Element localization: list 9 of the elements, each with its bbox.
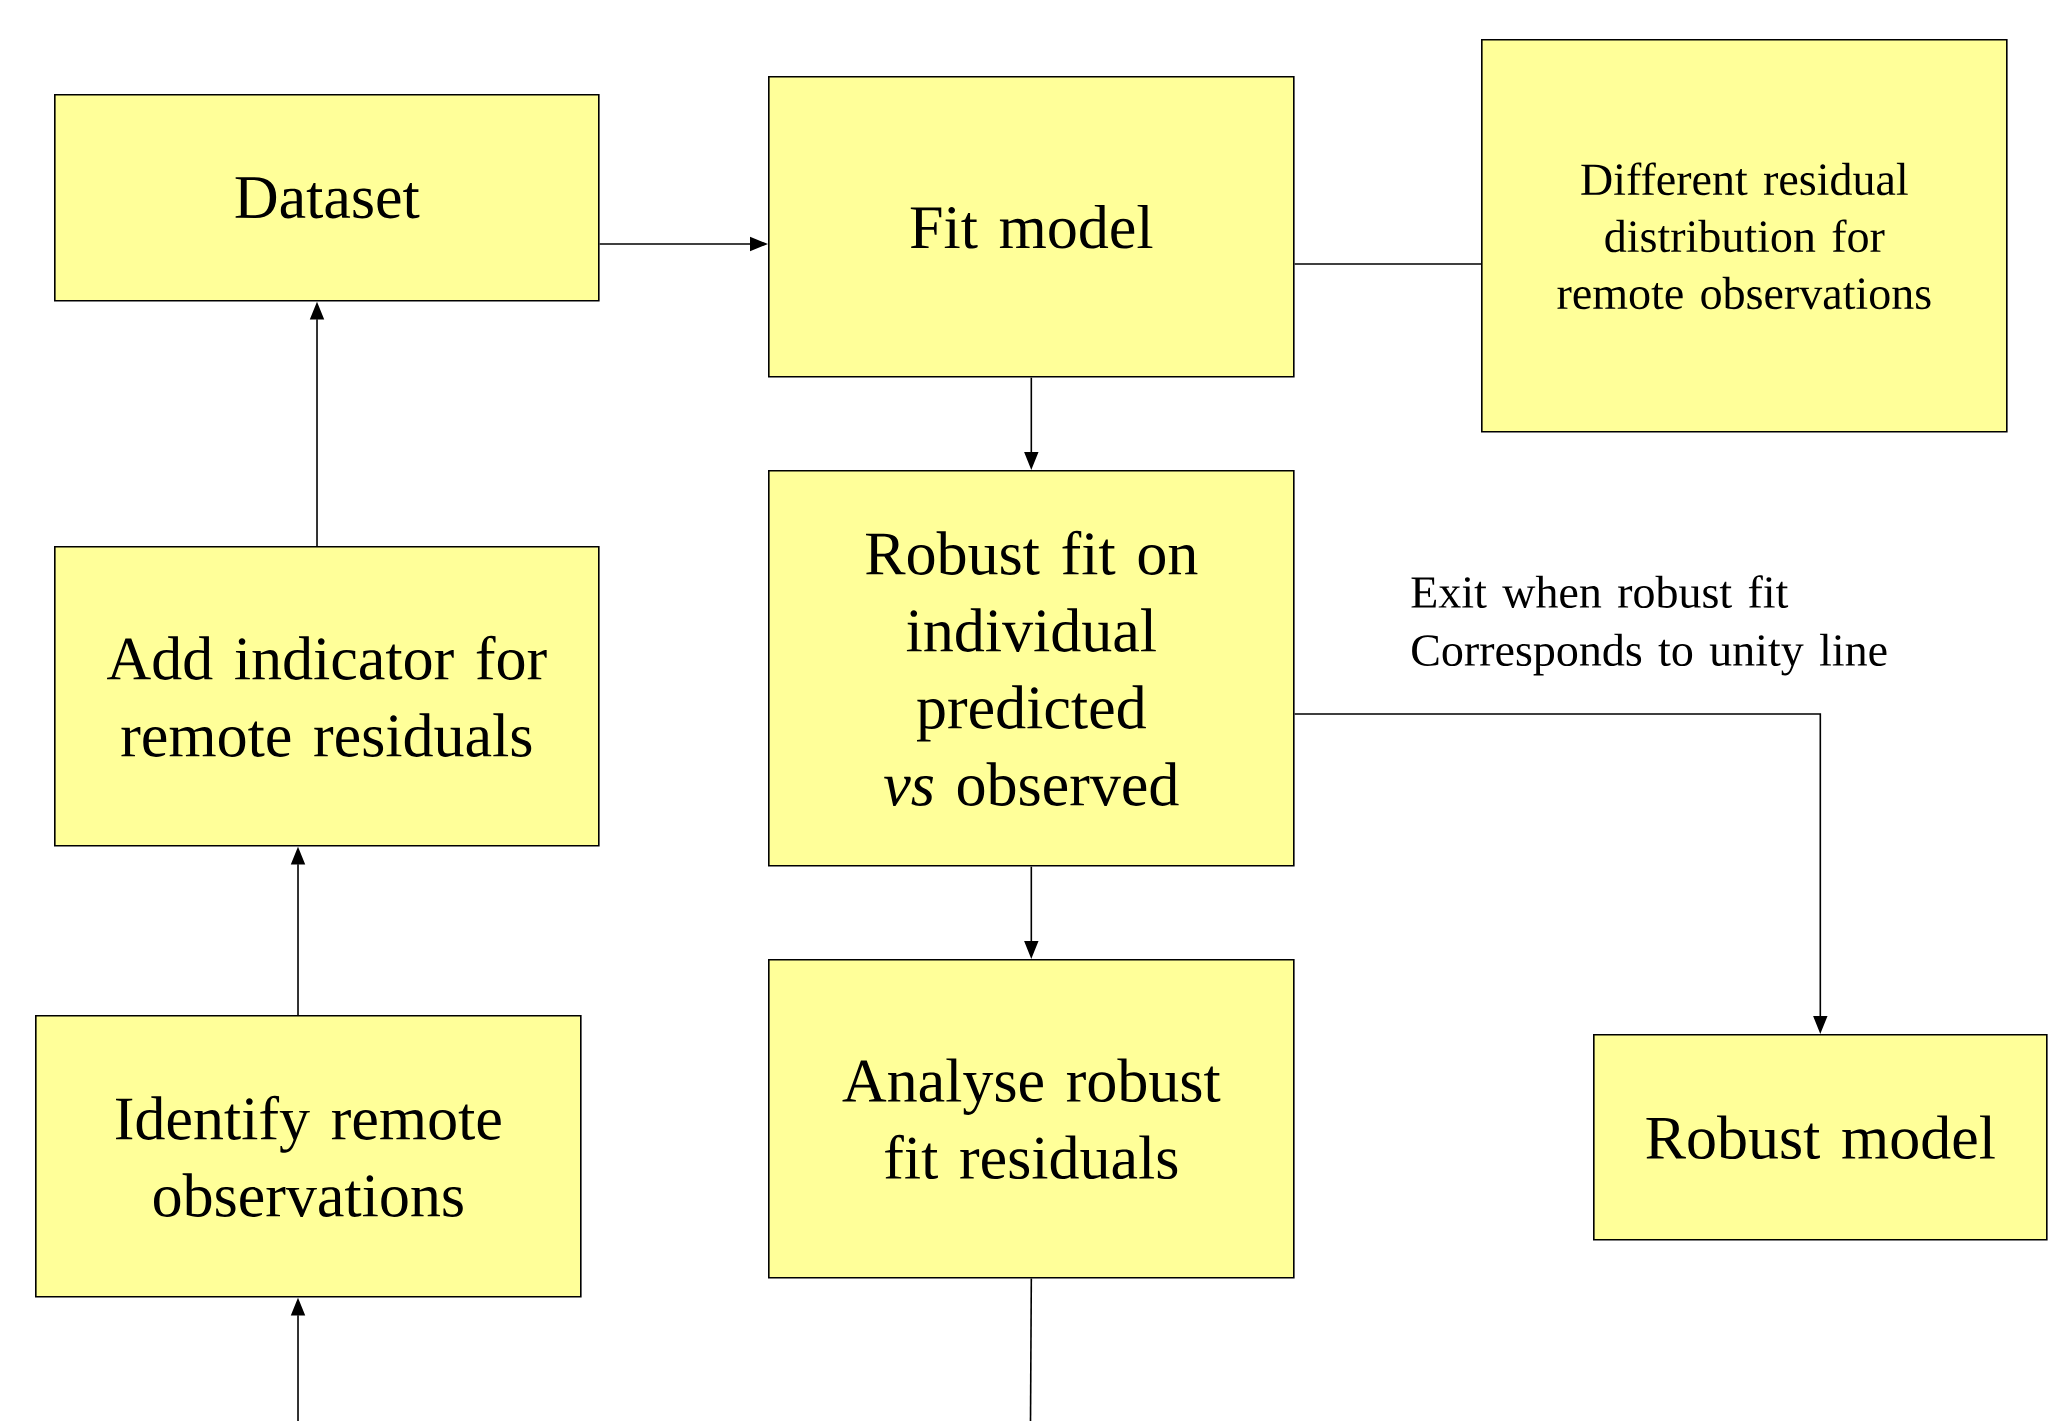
process-box: Dataset: [54, 94, 600, 302]
process-box: Identify remote observations: [35, 1015, 582, 1298]
process-box: Add indicator for remote residuals: [54, 546, 600, 847]
edge-label: Exit when robust fit Corresponds to unity line: [1411, 575, 1887, 676]
process-box: Different residual distribution for remote observations: [1481, 39, 2008, 433]
process-box: Robust model: [1593, 1034, 2048, 1241]
process-box: Robust fit on individual predicted vs observed: [768, 470, 1295, 867]
process-box: Analyse robust fit residuals: [768, 959, 1295, 1279]
process-box: Fit model: [768, 76, 1295, 378]
